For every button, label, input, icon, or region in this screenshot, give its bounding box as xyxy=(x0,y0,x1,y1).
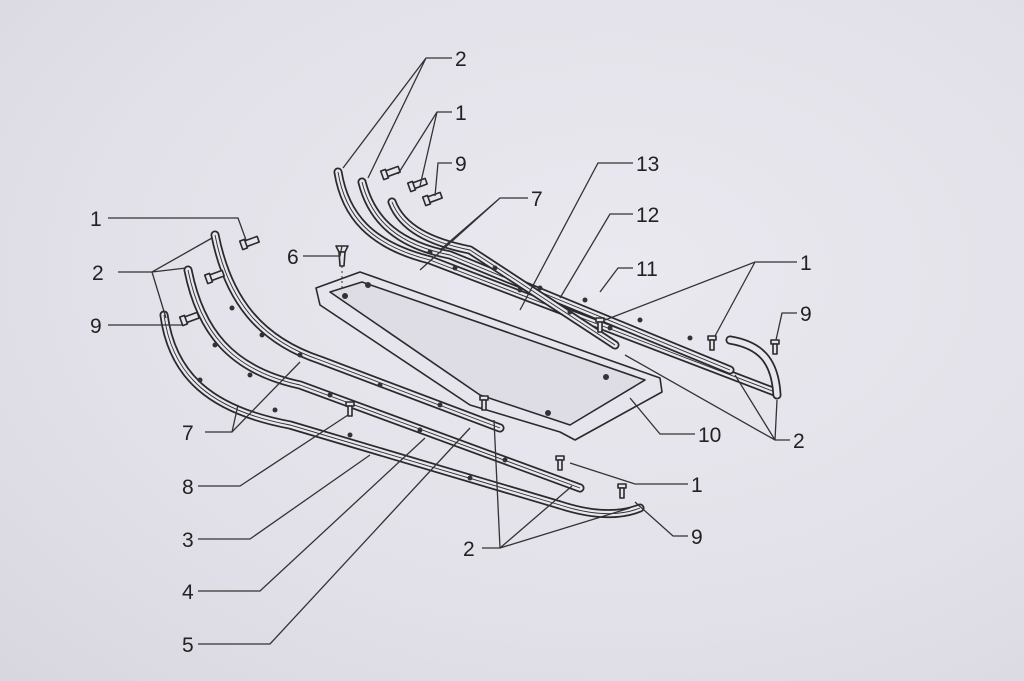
callout-12: 12 xyxy=(636,204,659,227)
callout-right-9: 9 xyxy=(800,303,812,326)
callout-10: 10 xyxy=(698,424,721,447)
callout-upper-9: 9 xyxy=(455,153,467,176)
callout-lower-9: 9 xyxy=(691,526,703,549)
callout-3: 3 xyxy=(182,529,194,552)
left-rail-set xyxy=(159,230,645,519)
screw-vertical-2 xyxy=(707,335,717,351)
callout-6: 6 xyxy=(287,246,299,269)
callout-left-1: 1 xyxy=(90,208,102,231)
screw-upper-1 xyxy=(379,165,401,181)
screw-vertical-4 xyxy=(345,401,355,417)
screw-vertical-3 xyxy=(770,339,780,355)
callout-upper-7: 7 xyxy=(531,188,543,211)
left-rail-inner xyxy=(210,230,505,433)
callout-left-7: 7 xyxy=(182,422,194,445)
callout-lower-1: 1 xyxy=(691,474,703,497)
left-rail-middle xyxy=(183,265,585,493)
callout-right-1: 1 xyxy=(800,252,812,275)
callout-13: 13 xyxy=(636,153,659,176)
upper-rail-middle xyxy=(357,177,735,375)
callout-upper-1: 1 xyxy=(455,102,467,125)
callout-4: 4 xyxy=(182,581,194,604)
upper-rail-inner xyxy=(387,197,620,350)
callout-upper-2: 2 xyxy=(455,48,467,71)
callout-left-9: 9 xyxy=(90,315,102,338)
callout-lower-2: 2 xyxy=(463,538,475,561)
callout-5: 5 xyxy=(182,634,194,657)
upper-rail-set xyxy=(333,167,782,400)
callout-8: 8 xyxy=(182,476,194,499)
callout-11: 11 xyxy=(636,258,658,281)
callout-right-2: 2 xyxy=(793,430,805,453)
screw-vertical-1 xyxy=(595,317,605,333)
screw-left-3 xyxy=(178,311,200,327)
callout-labels: 2 1 9 13 7 12 11 1 9 10 2 1 9 2 1 2 9 6 … xyxy=(90,48,812,657)
screw-left-1 xyxy=(238,235,260,251)
left-rail-outer xyxy=(159,310,645,519)
screw-vertical-5 xyxy=(479,395,489,411)
screw-vertical-7 xyxy=(617,483,627,499)
screw-upper-3 xyxy=(421,191,443,207)
leader-lines xyxy=(108,57,797,645)
centre-plate xyxy=(315,271,663,441)
screw-upper-2 xyxy=(406,177,428,193)
callout-left-2: 2 xyxy=(92,262,104,285)
upper-rail-outer xyxy=(333,167,780,397)
screw-vertical-6 xyxy=(555,455,565,471)
screw-left-2 xyxy=(203,269,225,285)
